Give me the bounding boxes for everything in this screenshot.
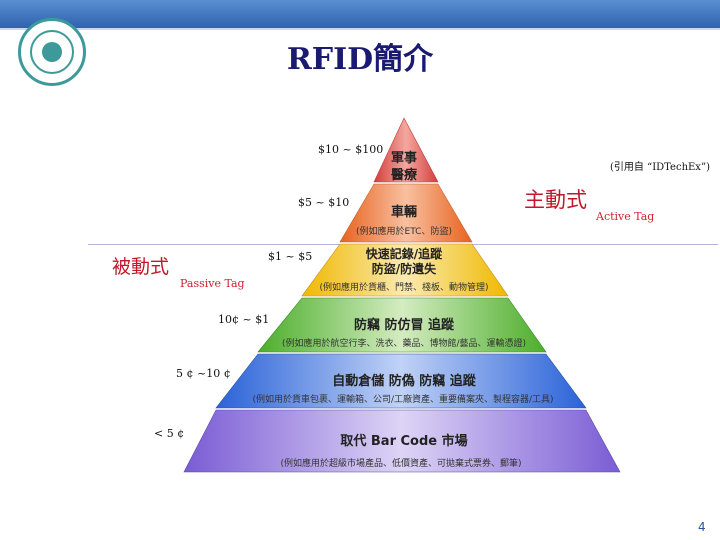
- level-5-example: (例如用於貨車包裹、運輸箱、公司/工廠資產、重要備案夾、製程容器/工具): [218, 392, 588, 405]
- price-level-4: 10¢ ~ $1: [218, 313, 269, 326]
- source-citation: (引用自 “IDTechEx”): [610, 158, 710, 173]
- page-number: 4: [698, 520, 706, 534]
- price-level-2: $5 ~ $10: [298, 196, 349, 209]
- price-level-6: < 5 ¢: [154, 427, 184, 440]
- level-4-example: (例如應用於航空行李、洗衣、藥品、博物館/藝品、運輸憑證): [254, 336, 554, 349]
- passive-tag-label: 被動式: [112, 252, 169, 279]
- active-tag-label-en: Active Tag: [596, 210, 654, 223]
- level-6-label: 取代 Bar Code 市場: [304, 430, 504, 449]
- level-5-label: 自動倉儲 防偽 防竊 追蹤: [284, 370, 524, 389]
- level-6-example: (例如應用於超級市場產品、低價資產、可拋棄式票券、郵筆): [236, 456, 566, 469]
- level-3-example: (例如應用於貨櫃、門禁、棧板、動物管理): [290, 280, 518, 293]
- passive-tag-label-en: Passive Tag: [180, 277, 245, 290]
- level-1-label-2: 醫療: [354, 164, 454, 183]
- price-level-3: $1 ~ $5: [268, 250, 312, 263]
- active-tag-label: 主動式: [524, 184, 587, 214]
- level-2-label: 車輛: [344, 201, 464, 220]
- price-level-5: 5 ¢ ~10 ¢: [176, 367, 231, 380]
- level-2-example: (例如應用於ETC、防盜): [324, 224, 484, 237]
- level-3-label-2: 防盜/防遺失: [334, 260, 474, 277]
- level-4-label: 防竊 防仿冒 追蹤: [304, 314, 504, 333]
